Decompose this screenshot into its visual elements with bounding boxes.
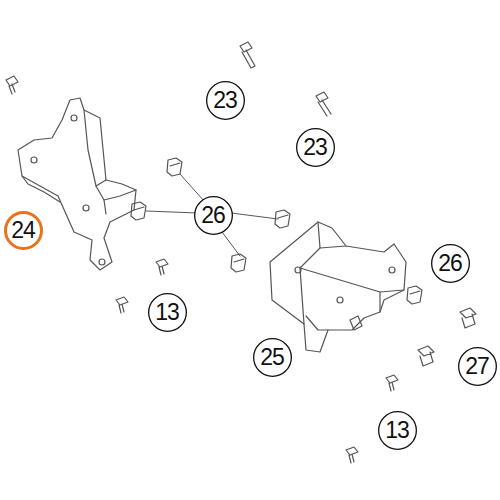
callout-circle: 26 xyxy=(194,196,233,235)
clip-nut xyxy=(131,158,422,304)
center-bracket xyxy=(270,222,406,352)
callout-circle: 13 xyxy=(148,293,187,332)
callout-circle: 13 xyxy=(378,411,417,450)
callout-number: 25 xyxy=(260,346,284,369)
callout-number: 13 xyxy=(385,419,409,442)
callout-number: 13 xyxy=(155,301,179,324)
leader-line xyxy=(146,174,278,256)
callout-number: 24 xyxy=(11,219,35,242)
callout-number: 26 xyxy=(438,252,462,275)
callout-circle: 23 xyxy=(296,128,335,167)
bolt xyxy=(316,92,331,116)
callout-circle: 23 xyxy=(206,81,245,120)
callout-circle: 24 xyxy=(4,211,43,250)
callout-number: 26 xyxy=(201,204,225,227)
callout-circle: 27 xyxy=(458,347,497,386)
callout-number: 23 xyxy=(213,89,237,112)
callout-circle: 26 xyxy=(431,244,470,283)
screw xyxy=(6,76,18,94)
screw xyxy=(116,259,398,463)
callout-number: 23 xyxy=(303,136,327,159)
callout-circle: 25 xyxy=(253,338,292,377)
callout-number: 27 xyxy=(465,355,489,378)
bolt xyxy=(240,42,255,68)
